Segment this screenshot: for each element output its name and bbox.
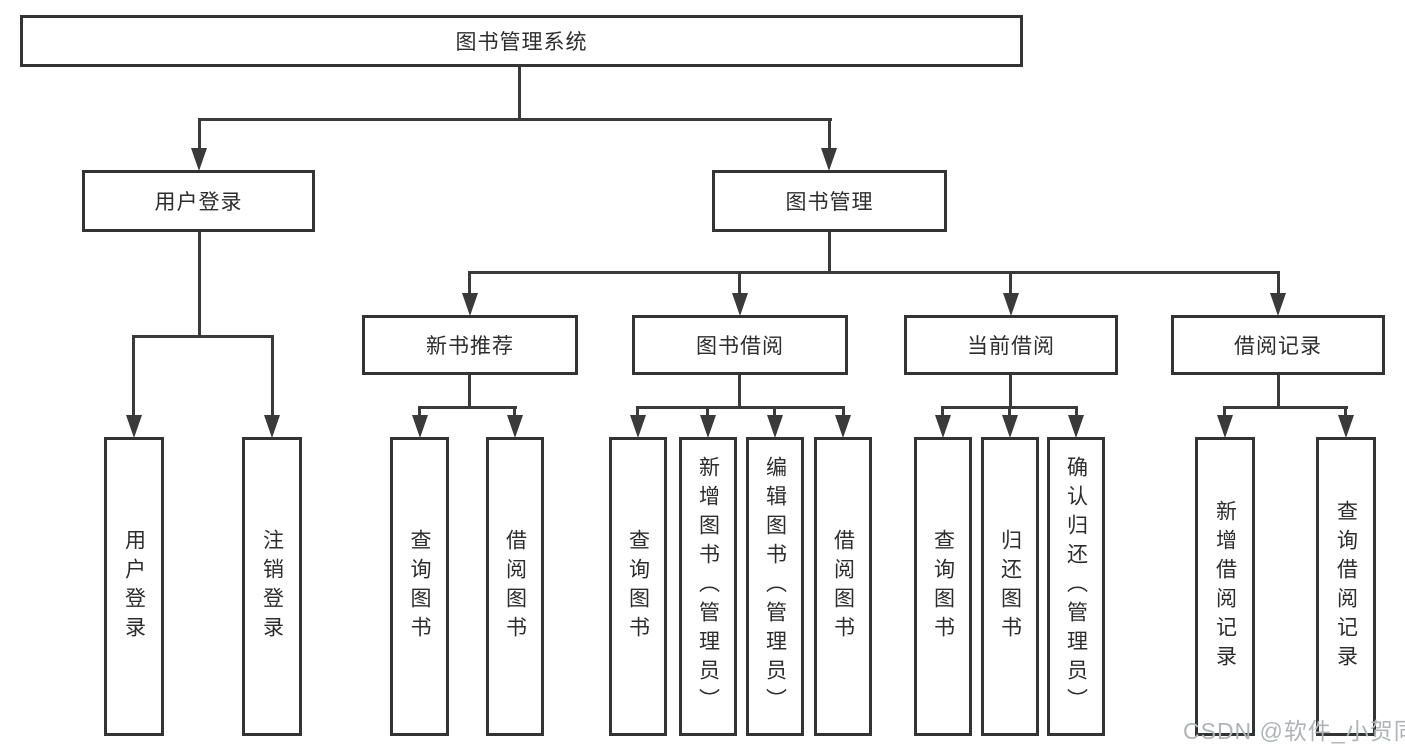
connector-recommend-bar <box>418 406 517 409</box>
leaf-confirm-return-admin: 确认归还（管理员） <box>1047 437 1105 736</box>
connector-drop <box>636 406 639 417</box>
node-book-management: 图书管理 <box>712 170 947 232</box>
connector-borrowing-stem <box>738 375 741 409</box>
arrow-down-icon <box>700 415 716 438</box>
arrow-down-icon <box>732 293 748 316</box>
connector-drop-leaf-logout <box>271 335 274 417</box>
connector-drop-borrowing <box>738 271 741 295</box>
arrow-down-icon <box>1270 293 1286 316</box>
leaf-label: 注销登录 <box>260 528 284 645</box>
leaf-query-borrow-record: 查询借阅记录 <box>1316 437 1376 736</box>
node-label: 图书管理系统 <box>455 31 588 54</box>
connector-recommend-stem <box>468 375 471 409</box>
connector-drop <box>1223 406 1226 417</box>
arrow-down-icon <box>126 415 142 438</box>
node-new-book-recommend: 新书推荐 <box>362 315 578 375</box>
connector-drop <box>1344 406 1347 417</box>
arrow-down-icon <box>1003 293 1019 316</box>
arrow-down-icon <box>1002 415 1018 438</box>
node-borrowing-records: 借阅记录 <box>1171 315 1385 375</box>
node-current-borrowing: 当前借阅 <box>904 315 1118 375</box>
node-book-borrowing: 图书借阅 <box>632 315 848 375</box>
connector-drop <box>941 406 944 417</box>
connector-userlogin-bar <box>132 335 274 338</box>
leaf-query-books-current: 查询图书 <box>914 437 972 736</box>
node-label: 当前借阅 <box>967 335 1055 358</box>
connector-drop-recommend <box>468 271 471 295</box>
leaf-query-books-borrowing: 查询图书 <box>609 437 667 736</box>
connector-drop <box>842 406 845 417</box>
leaf-label: 借阅图书 <box>831 528 855 645</box>
connector-drop <box>1075 406 1078 417</box>
connector-bookmgmt-bar <box>468 271 1280 274</box>
connector-borrowing-bar <box>636 406 845 409</box>
arrow-down-icon <box>191 148 207 171</box>
leaf-label: 新增图书（管理员） <box>696 456 720 717</box>
node-library-management-system: 图书管理系统 <box>20 15 1023 67</box>
leaf-add-books-admin: 新增图书（管理员） <box>679 437 737 736</box>
leaf-label: 查询图书 <box>626 528 650 645</box>
connector-drop-current <box>1009 271 1012 295</box>
leaf-query-books-recommend: 查询图书 <box>390 437 449 736</box>
arrow-down-icon <box>264 415 280 438</box>
leaf-return-books: 归还图书 <box>981 437 1039 736</box>
connector-userlogin-stem <box>198 232 201 338</box>
arrow-down-icon <box>412 415 428 438</box>
node-label: 图书借阅 <box>696 335 784 358</box>
leaf-label: 新增借阅记录 <box>1213 499 1237 674</box>
leaf-label: 用户登录 <box>122 528 146 645</box>
connector-drop-records <box>1277 271 1280 295</box>
leaf-label: 查询图书 <box>408 528 431 645</box>
connector-bookmgmt-stem <box>828 232 831 274</box>
arrow-down-icon <box>462 293 478 316</box>
arrow-down-icon <box>835 415 851 438</box>
connector-drop <box>706 406 709 417</box>
leaf-borrow-books-recommend: 借阅图书 <box>486 437 544 736</box>
node-label: 用户登录 <box>154 191 243 214</box>
arrow-down-icon <box>1217 415 1233 438</box>
arrow-down-icon <box>630 415 646 438</box>
node-label: 图书管理 <box>785 191 874 214</box>
csdn-watermark: CSDN @软件_小贺同学 <box>1183 718 1405 744</box>
arrow-down-icon <box>935 415 951 438</box>
node-user-login: 用户登录 <box>82 170 315 232</box>
leaf-label: 借阅图书 <box>503 528 527 645</box>
leaf-label: 查询图书 <box>931 528 955 645</box>
connector-root-stem <box>518 67 521 118</box>
connector-records-stem <box>1277 375 1280 409</box>
connector-drop <box>513 406 516 417</box>
arrow-down-icon <box>1068 415 1084 438</box>
arrow-down-icon <box>507 415 523 438</box>
connector-records-bar <box>1223 406 1348 409</box>
node-label: 借阅记录 <box>1234 335 1322 358</box>
leaf-edit-books-admin: 编辑图书（管理员） <box>746 437 804 736</box>
leaf-add-borrow-record: 新增借阅记录 <box>1195 437 1255 736</box>
leaf-label: 归还图书 <box>998 528 1022 645</box>
connector-drop-user-login <box>198 118 201 150</box>
leaf-borrow-books-borrowing: 借阅图书 <box>814 437 872 736</box>
connector-drop <box>418 406 421 417</box>
arrow-down-icon <box>1338 415 1354 438</box>
leaf-user-login: 用户登录 <box>104 437 164 736</box>
leaf-label: 编辑图书（管理员） <box>763 456 787 717</box>
connector-root-bar <box>198 118 832 121</box>
connector-drop <box>773 406 776 417</box>
leaf-label: 确认归还（管理员） <box>1064 456 1088 717</box>
leaf-label: 查询借阅记录 <box>1334 499 1358 674</box>
arrow-down-icon <box>821 148 837 171</box>
connector-drop-book-management <box>828 118 831 150</box>
connector-current-stem <box>1009 375 1012 409</box>
node-label: 新书推荐 <box>426 335 514 358</box>
connector-drop <box>1008 406 1011 417</box>
arrow-down-icon <box>767 415 783 438</box>
connector-drop-leaf-login <box>132 335 135 417</box>
leaf-logout: 注销登录 <box>242 437 302 736</box>
